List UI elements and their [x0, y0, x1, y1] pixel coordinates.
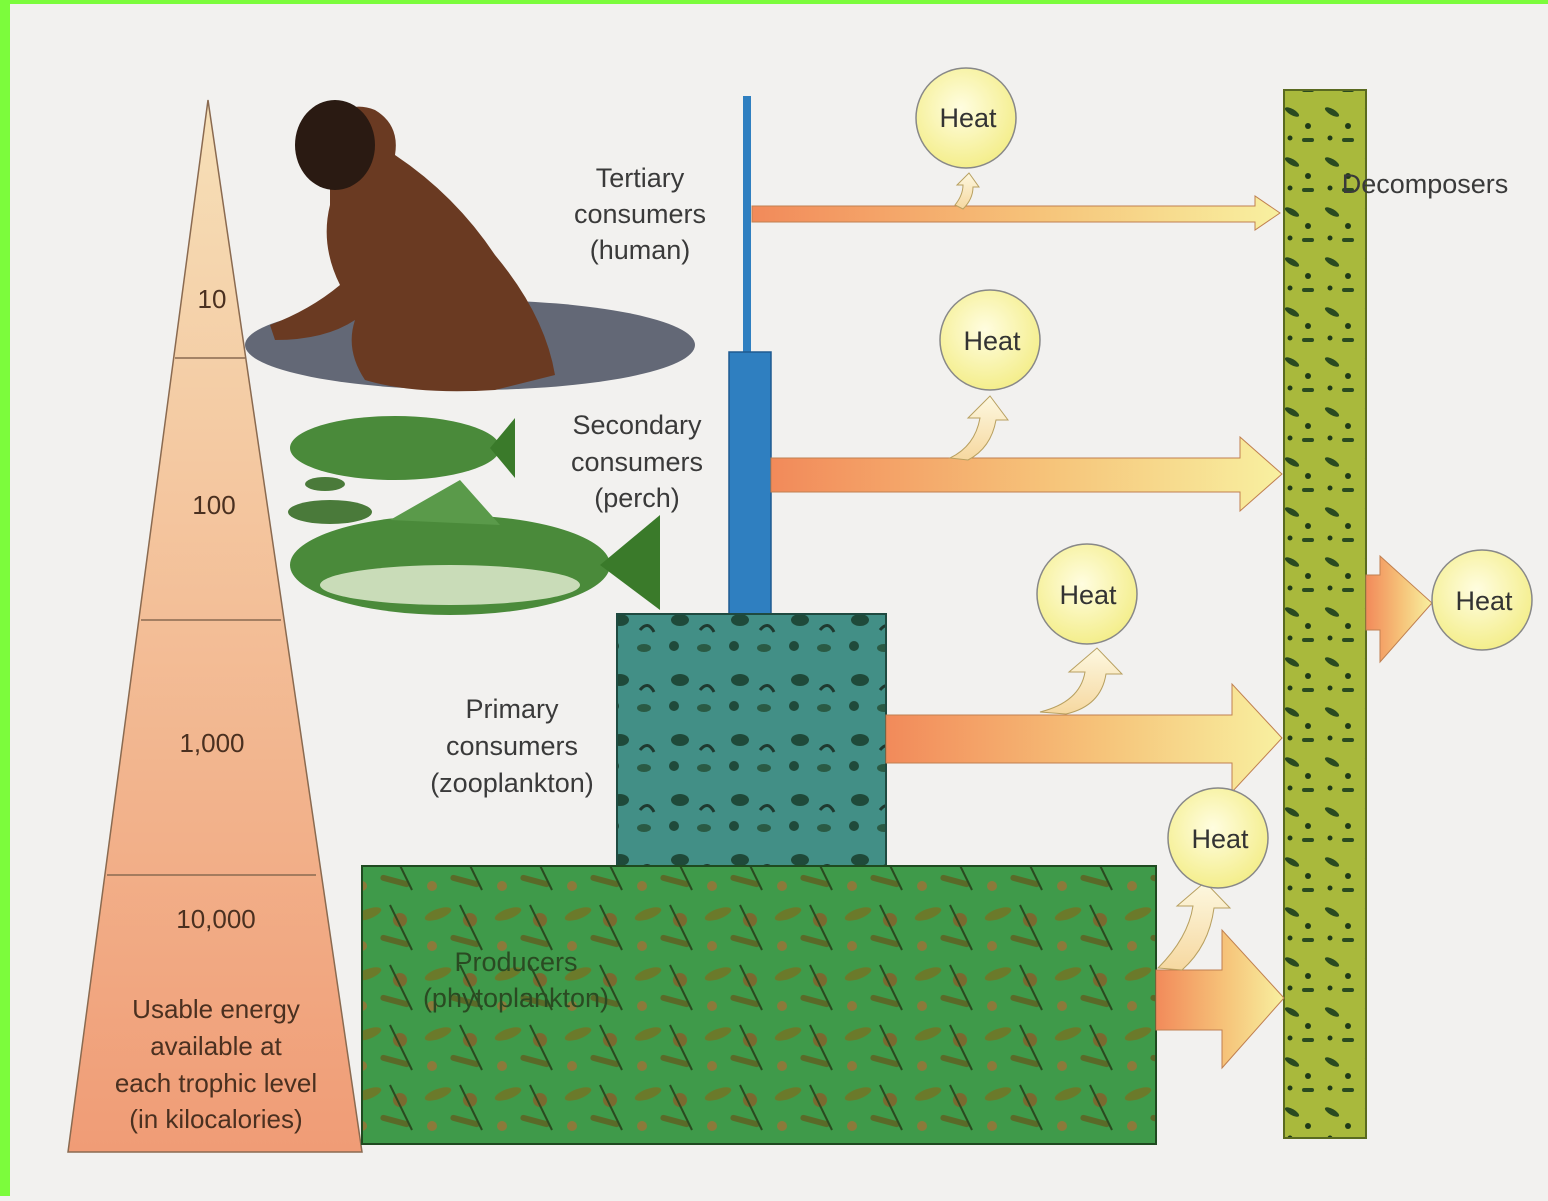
energy-arrow-tertiary	[752, 196, 1280, 230]
heat-release-arrow	[950, 396, 1008, 460]
secondary-consumers-label: Secondary consumers (perch)	[571, 410, 703, 513]
label-line: Producers	[454, 947, 577, 977]
energy-arrow-decomposers	[1366, 556, 1432, 662]
label-line: consumers	[571, 447, 703, 477]
tertiary-consumers-label: Tertiary consumers (human)	[574, 163, 706, 265]
perch-illustration	[288, 416, 660, 615]
label-line: (zooplankton)	[430, 768, 594, 798]
label-line: Secondary	[572, 410, 702, 440]
heat-label: Heat	[1059, 580, 1117, 610]
heat-circle: Heat	[916, 68, 1016, 168]
primary-consumers-label: Primary consumers (zooplankton)	[430, 694, 594, 798]
label-line: Primary	[466, 694, 559, 724]
label-line: (perch)	[594, 483, 680, 513]
heat-circle: Heat	[1037, 544, 1137, 644]
caption-line: each trophic level	[115, 1068, 317, 1098]
decomposers-label: Decomposers	[1342, 169, 1509, 199]
label-line: consumers	[574, 199, 706, 229]
heat-release-arrow	[1040, 648, 1122, 714]
heat-release-arrow	[1158, 882, 1230, 970]
heat-circle: Heat	[940, 290, 1040, 390]
pyramid-level-value: 10,000	[176, 904, 256, 934]
decomposers-bar	[1284, 90, 1366, 1138]
caption-line: available at	[150, 1031, 282, 1061]
caption-line: Usable energy	[132, 994, 300, 1024]
energy-pyramid: 10 100 1,000 10,000 Usable energy availa…	[68, 100, 362, 1152]
zooplankton-box	[617, 614, 886, 866]
heat-label: Heat	[963, 326, 1021, 356]
heat-label: Heat	[939, 103, 997, 133]
pyramid-level-value: 100	[192, 490, 235, 520]
label-line: consumers	[446, 731, 578, 761]
heat-circle: Heat	[1168, 788, 1268, 888]
heat-circle: Heat	[1432, 550, 1532, 650]
tertiary-energy-bar	[743, 96, 751, 352]
caption-line: (in kilocalories)	[129, 1104, 302, 1134]
energy-arrow-secondary	[771, 437, 1282, 511]
label-line: (phytoplankton)	[423, 983, 609, 1013]
pyramid-level-value: 1,000	[179, 728, 244, 758]
heat-label: Heat	[1455, 586, 1513, 616]
heat-label: Heat	[1191, 824, 1249, 854]
pyramid-level-value: 10	[198, 284, 227, 314]
label-line: Tertiary	[596, 163, 685, 193]
secondary-energy-bar	[729, 352, 771, 614]
heat-release-arrow	[955, 173, 979, 209]
label-line: (human)	[590, 235, 691, 265]
